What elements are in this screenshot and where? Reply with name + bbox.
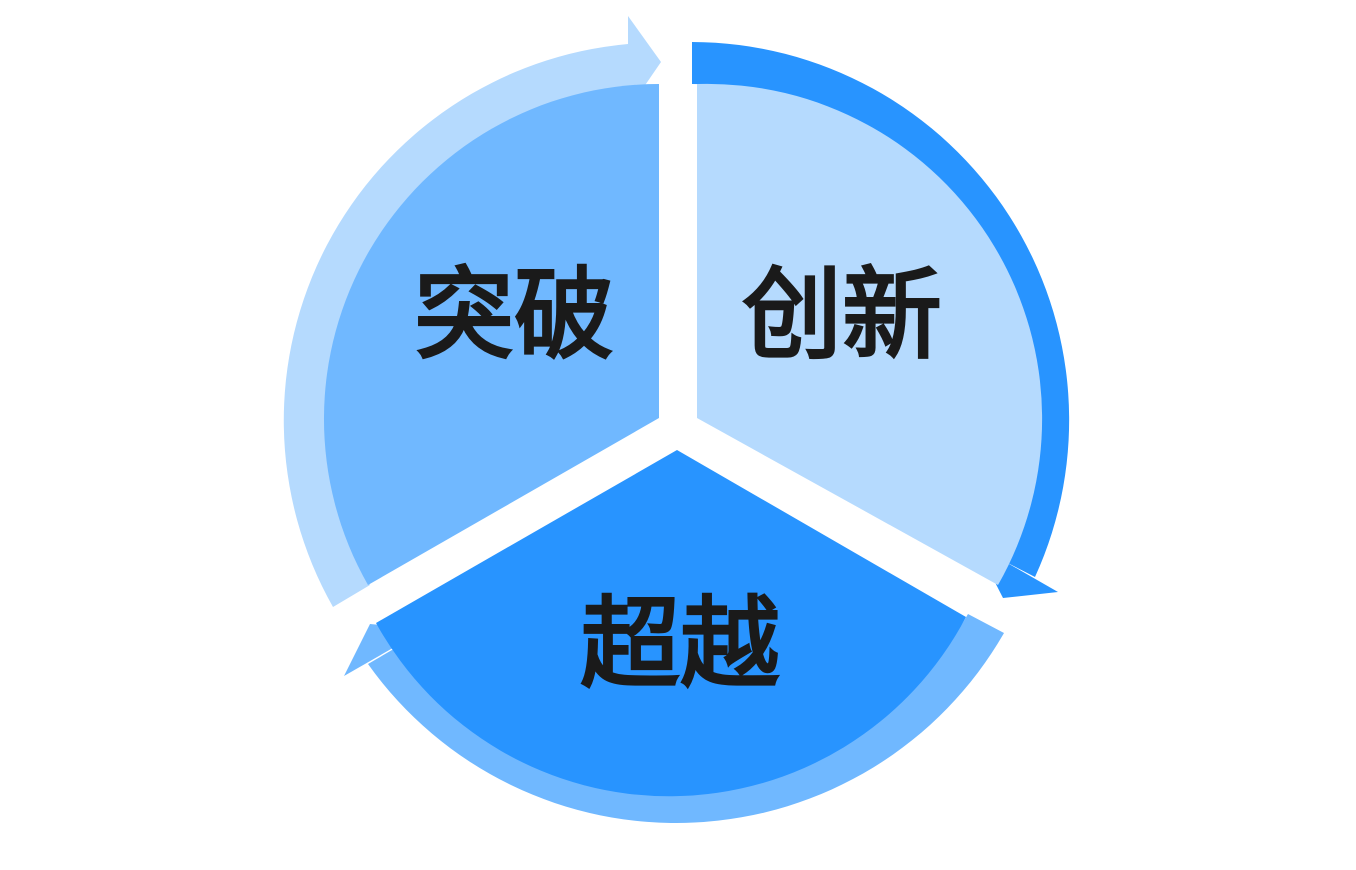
arrow-surpass-band (368, 614, 1004, 823)
label-surpass: 超越 (580, 586, 781, 703)
segment-breakthrough (323, 84, 659, 585)
label-innovate: 创新 (741, 257, 942, 374)
segment-surpass (376, 450, 966, 797)
arrow-breakthrough-band (283, 44, 628, 607)
label-breakthrough: 突破 (414, 257, 614, 374)
arrow-innovate-band (692, 42, 1070, 577)
segment-innovate (697, 83, 1043, 586)
